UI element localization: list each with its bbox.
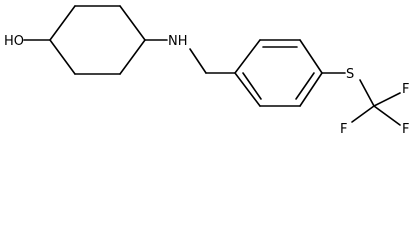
double-bond: [242, 72, 262, 100]
bond: [119, 5, 146, 41]
fluorine-label: F: [340, 122, 347, 137]
bond-c-f: [373, 92, 401, 107]
hydroxyl-label: HO: [4, 34, 24, 49]
benzene-ring: [234, 39, 323, 107]
bond-n-ch2: [189, 48, 207, 74]
bond-c-f: [351, 105, 375, 123]
bond: [49, 5, 76, 41]
bond: [234, 72, 261, 107]
double-bond: [295, 72, 315, 100]
bond: [299, 39, 323, 74]
sulfur-label: S: [346, 67, 354, 82]
fluorine-label: F: [402, 122, 409, 137]
bond: [49, 39, 76, 75]
bond-c-f: [373, 105, 401, 126]
bond: [234, 39, 261, 74]
fluorine-label: F: [402, 82, 409, 97]
bond: [299, 72, 323, 107]
amine-label: NH: [168, 34, 188, 49]
structure-diagram: HO NH S F F F: [4, 5, 409, 137]
molecule-drawing: HO NH S F F F: [4, 5, 409, 137]
bond: [119, 39, 146, 75]
cyclohexane-ring: [49, 5, 146, 75]
bond-s-cf3: [359, 79, 375, 107]
